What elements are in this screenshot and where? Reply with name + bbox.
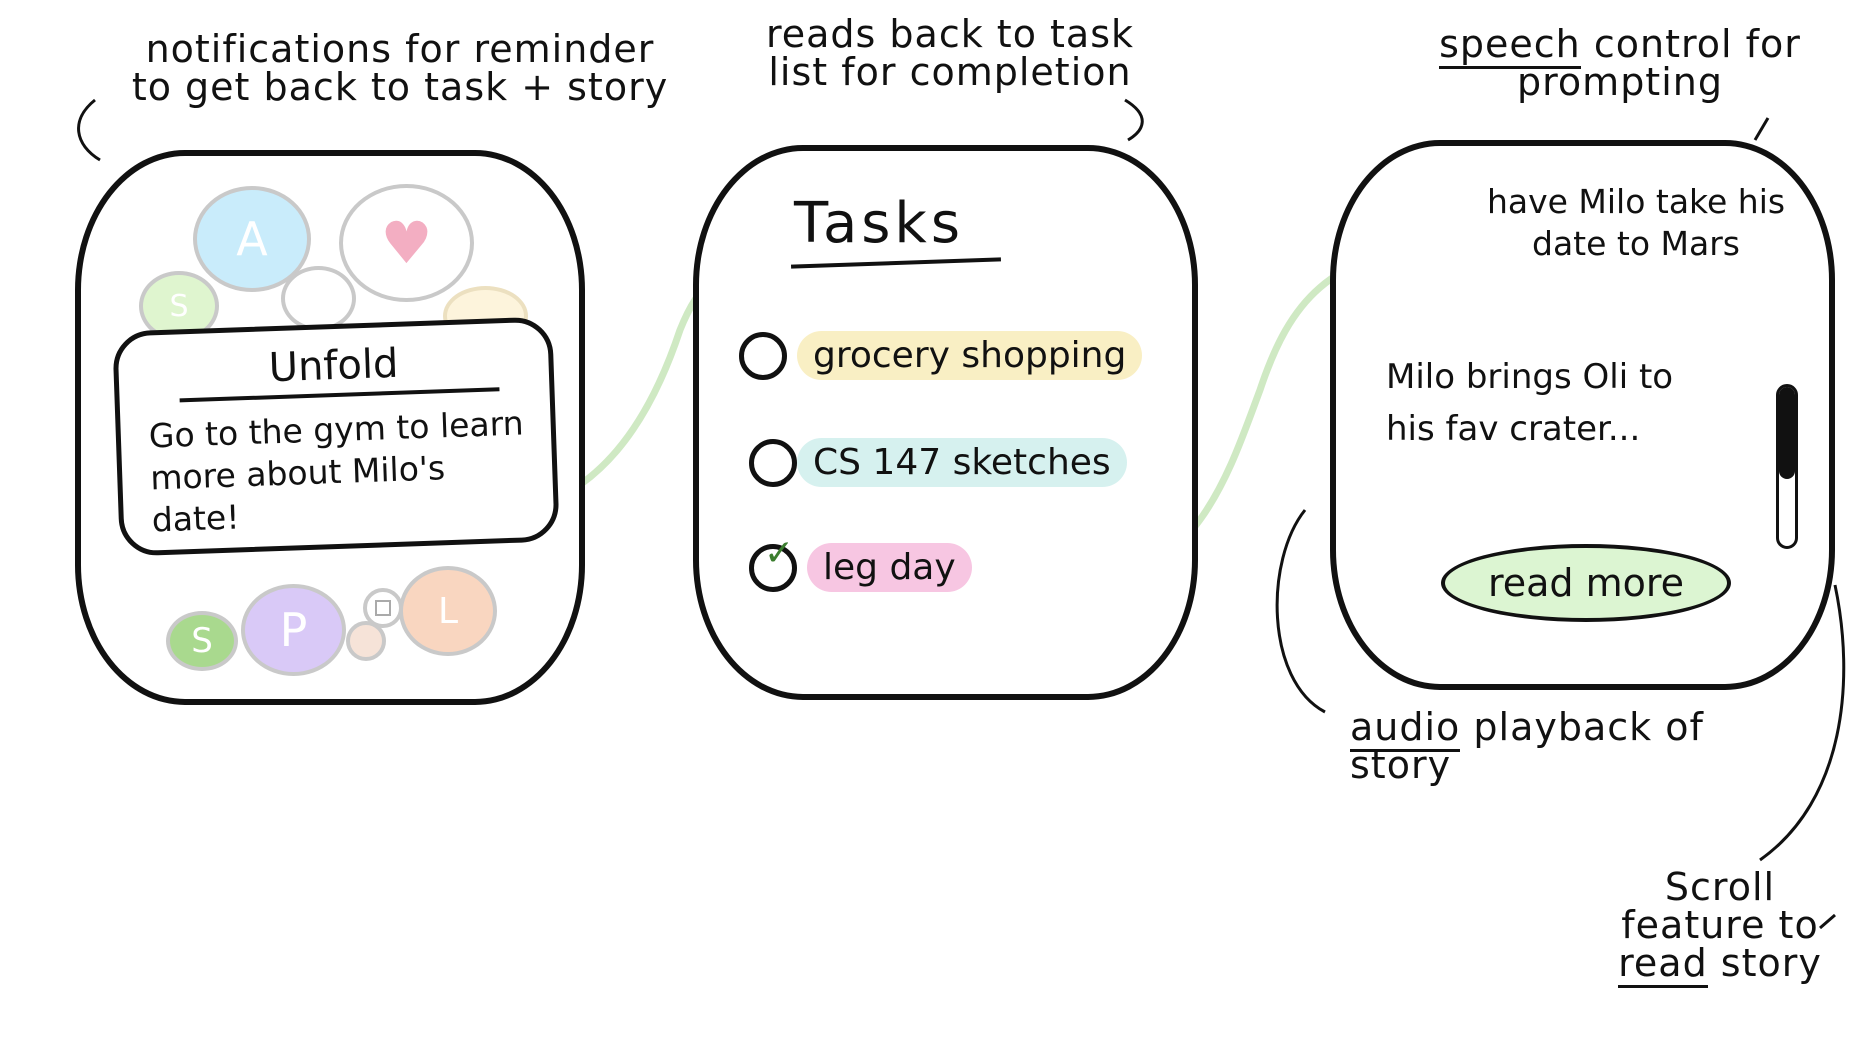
app-bubble-s-bottom[interactable]: S [166, 611, 238, 671]
notification-body: Go to the gym to learn more about Milo's… [148, 403, 525, 540]
story-text: Milo brings Oli to his fav crater... [1386, 357, 1674, 449]
annotation-audio-word: audio [1350, 705, 1461, 752]
task-label: grocery shopping [797, 331, 1143, 380]
task-row[interactable]: CS 147 sketches [749, 438, 1127, 487]
checkmark-icon: ✓ [764, 532, 795, 574]
app-bubble-heart[interactable]: ♥ [339, 184, 474, 302]
scrollbar-thumb[interactable] [1779, 387, 1795, 480]
scroll-slash [1819, 913, 1836, 930]
app-bubble-square[interactable] [363, 588, 403, 628]
square-icon [375, 600, 391, 616]
task-checkbox-checked[interactable]: ✓ [749, 533, 797, 592]
annotation-speech-control: speech control for prompting [1420, 22, 1820, 104]
task-label: leg day [807, 543, 972, 592]
scrollbar[interactable] [1776, 384, 1798, 549]
task-checkbox[interactable] [749, 438, 797, 487]
speech-prompt: have Milo take his date to Mars [1486, 182, 1786, 263]
app-bubble-p[interactable]: P [241, 584, 346, 676]
notification-card[interactable]: Unfold Go to the gym to learn more about… [112, 316, 560, 557]
heart-icon: ♥ [380, 209, 433, 277]
annotation-audio-rest: playback of story [1350, 705, 1704, 787]
annotation-task-readback: reads back to task list for completion [765, 12, 1135, 94]
scroll-bracket [1759, 584, 1846, 862]
annotation-scroll-line2: feature to [1621, 903, 1819, 947]
annotation-audio-playback: audio playback of story [1350, 705, 1770, 787]
bracket-middle [1124, 98, 1144, 142]
task-row[interactable]: ✓ leg day [749, 533, 972, 592]
annotation-scroll-read: read [1618, 941, 1708, 988]
bracket-left [77, 98, 101, 162]
app-bubble-l[interactable]: L [399, 566, 497, 656]
task-row[interactable]: grocery shopping [739, 331, 1143, 380]
annotation-notifications: notifications for reminder to get back t… [131, 27, 669, 109]
tasks-title-underline [790, 257, 1002, 269]
watch-screen-notifications: A ♥ S Unfold Go to the gym to learn more… [75, 150, 585, 705]
task-label: CS 147 sketches [797, 438, 1127, 487]
tasks-title: Tasks [794, 191, 965, 256]
watch-screen-tasks: Tasks grocery shopping CS 147 sketches ✓… [693, 145, 1198, 700]
annotation-scroll-line1: Scroll [1664, 865, 1776, 909]
app-bubble-blank[interactable] [281, 266, 356, 331]
annotation-scroll: Scroll feature to read story [1580, 865, 1860, 988]
annotation-scroll-rest: story [1720, 941, 1822, 985]
annotation-speech-word: speech [1439, 22, 1581, 69]
watch-screen-story: have Milo take his date to Mars Milo bri… [1330, 140, 1835, 690]
annotation-speech-rest: control for prompting [1517, 22, 1801, 104]
read-more-button[interactable]: read more [1441, 544, 1731, 622]
audio-bracket [1275, 509, 1326, 714]
speech-pointer-line [1753, 117, 1770, 141]
task-checkbox[interactable] [739, 331, 787, 380]
